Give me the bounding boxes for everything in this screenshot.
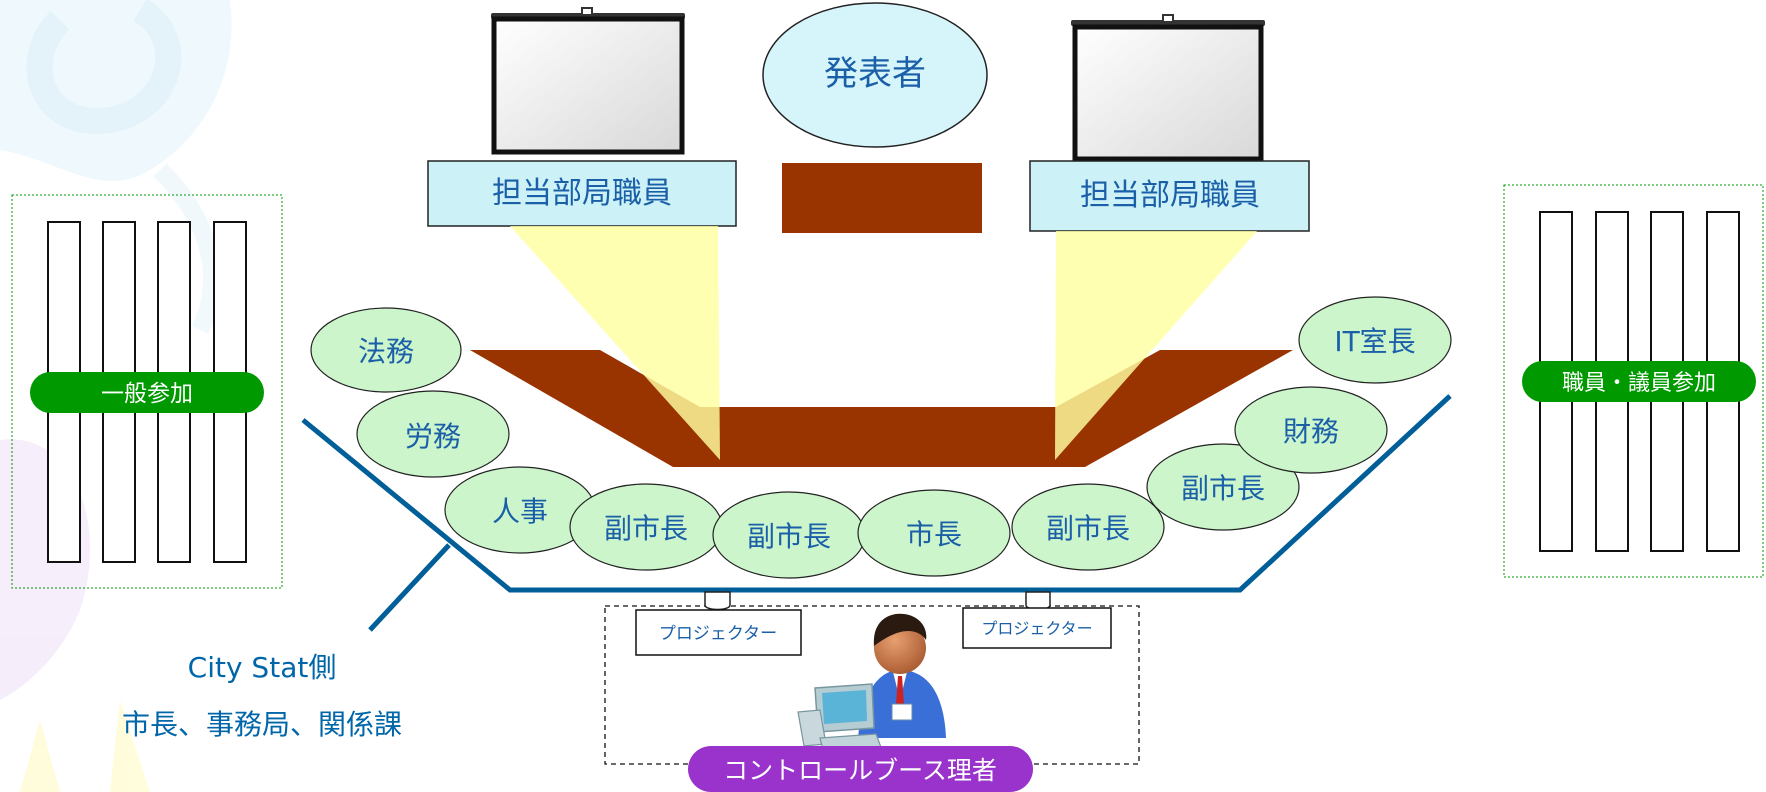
city-stat-boundary-line	[301, 394, 1452, 593]
seat-it-chief: IT室長	[1298, 296, 1452, 384]
presenter-table	[782, 163, 982, 233]
projector-icon	[1025, 591, 1051, 611]
seat-deputy-mayor-1: 副市長	[569, 483, 723, 571]
seat-jinji: 人事	[444, 466, 596, 554]
seat-houmu: 法務	[310, 307, 462, 393]
booth-label: コントロールブース理者	[723, 756, 997, 785]
projector-label-box-left: プロジェクター	[635, 609, 802, 656]
seat-zaimu: 財務	[1234, 386, 1388, 474]
projection-screen-icon	[491, 7, 685, 155]
general-audience-label: 一般参加	[101, 381, 193, 407]
booth-badge	[688, 746, 1033, 792]
projection-beam-right	[1055, 231, 1257, 460]
operator-at-computer-icon	[797, 613, 946, 755]
projector-label-box-right: プロジェクター	[962, 607, 1112, 649]
general-audience-badge	[30, 372, 264, 413]
projection-screen-icon	[1071, 14, 1265, 162]
staff-box-right-label: 担当部局職員	[1080, 178, 1260, 213]
seat-deputy-mayor-3-label: 副市長	[1046, 512, 1130, 545]
seat-zaimu-label: 財務	[1283, 415, 1339, 448]
seat-mayor-label: 市長	[906, 518, 962, 551]
seat-deputy-mayor-3: 副市長	[1011, 483, 1165, 571]
projection-beam-left	[510, 226, 720, 460]
seat-jinji-label: 人事	[492, 495, 548, 528]
staff-audience-label: 職員・議員参加	[1562, 371, 1716, 396]
projector-icon	[704, 591, 731, 611]
projector-label-right: プロジェクター	[981, 619, 1092, 638]
citystat-side-subtitle: 市長、事務局、関係課	[122, 708, 402, 741]
seat-it-chief-label: IT室長	[1334, 325, 1415, 358]
staff-audience-area: 職員・議員参加	[1503, 184, 1764, 578]
seat-roumu-label: 労務	[405, 420, 461, 453]
staff-box-left: 担当部局職員	[427, 160, 737, 227]
seat-houmu-label: 法務	[358, 335, 414, 368]
staff-box-left-label: 担当部局職員	[492, 176, 672, 211]
staff-audience-badge	[1522, 361, 1756, 402]
seat-deputy-mayor-2-label: 副市長	[747, 520, 831, 553]
seat-deputy-mayor-4: 副市長	[1146, 443, 1300, 531]
presenter-node: 発表者	[762, 2, 988, 148]
seat-deputy-mayor-1-label: 副市長	[604, 512, 688, 545]
citystat-side-title: City Stat側	[188, 651, 337, 684]
u-shaped-table	[470, 350, 1293, 467]
seat-roumu: 労務	[356, 390, 510, 478]
seat-mayor: 市長	[857, 489, 1011, 577]
city-stat-pointer-line	[368, 543, 451, 632]
seat-deputy-mayor-4-label: 副市長	[1181, 472, 1265, 505]
projector-label-left: プロジェクター	[659, 624, 777, 644]
staff-box-right: 担当部局職員	[1029, 160, 1310, 232]
general-audience-area: 一般参加	[11, 194, 283, 589]
background-decoration	[0, 0, 232, 792]
presenter-label: 発表者	[824, 54, 926, 94]
seat-deputy-mayor-2: 副市長	[712, 491, 866, 579]
